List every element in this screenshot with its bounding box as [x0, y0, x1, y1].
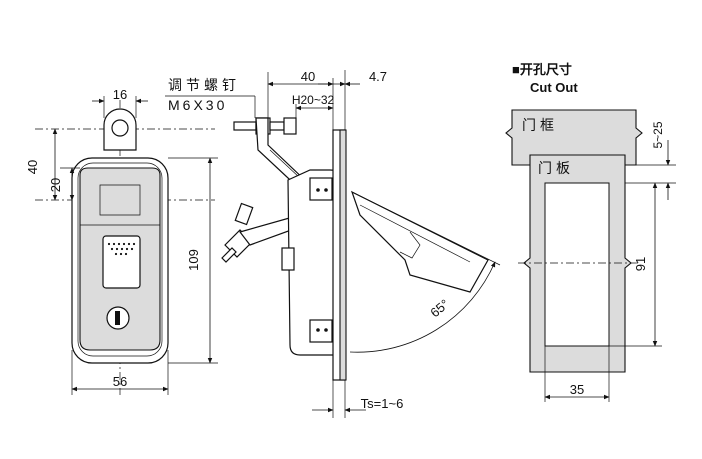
dim-ts: Ts=1~6 [361, 396, 404, 411]
dim-109: 109 [186, 249, 201, 271]
dim-35: 35 [570, 382, 584, 397]
dim-16: 16 [113, 87, 127, 102]
dim-20: 20 [48, 178, 63, 192]
front-view: 16 40 20 109 56 [25, 87, 218, 395]
panel-label: 门板 [538, 160, 574, 176]
dim-side-40: 40 [301, 69, 315, 84]
opened-handle [350, 190, 489, 293]
frame-label: 门框 [522, 117, 558, 133]
adjust-screw-spec: M6X30 [168, 97, 227, 113]
dim-40: 40 [25, 160, 40, 174]
cutout-title-en: Cut Out [530, 80, 578, 95]
cutout-title-cn: ■开孔尺寸 [512, 62, 572, 77]
cutout-view: ■开孔尺寸 Cut Out 门框 门板 5~25 91 35 [505, 62, 676, 402]
latch-dots [107, 242, 136, 256]
angle-65: 65° [427, 296, 452, 320]
side-view: 调节螺钉 M6X30 [165, 69, 501, 418]
dim-56: 56 [113, 374, 127, 389]
dim-4-7: 4.7 [369, 69, 387, 84]
dim-h-range: H20~32 [292, 93, 335, 107]
adjust-screw-label: 调节螺钉 [168, 77, 240, 93]
dim-91: 91 [633, 257, 648, 271]
dim-5-25: 5~25 [651, 121, 665, 148]
